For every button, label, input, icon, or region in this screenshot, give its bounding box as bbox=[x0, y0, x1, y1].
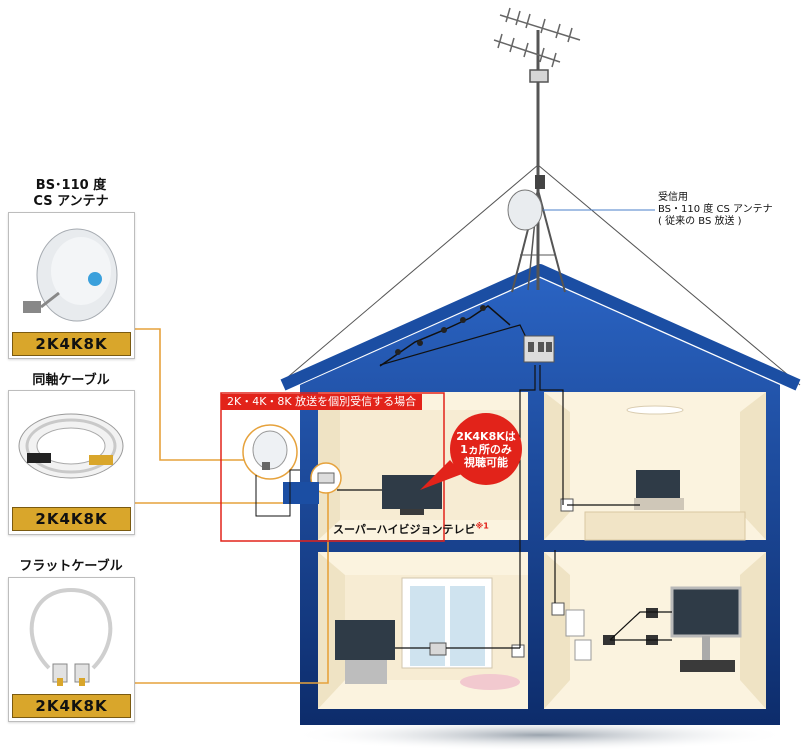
callout-line3: ( 従来の BS 放送 ) bbox=[658, 216, 742, 227]
flat-cable-title: フラットケーブル bbox=[19, 559, 123, 574]
viewing-limit-bubble: 2K4K8Kは 1ヵ所のみ 視聴可能 bbox=[450, 413, 522, 485]
callout-line1: 受信用 bbox=[658, 192, 688, 203]
bubble-line3: 視聴可能 bbox=[464, 455, 508, 469]
rooftop-antenna-callout: 受信用 BS・110 度 CS アンテナ ( 従来の BS 放送 ) bbox=[658, 192, 803, 228]
cable-card: 2K4K8K bbox=[8, 390, 135, 535]
antenna-2k4k8k-badge: 2K4K8K bbox=[12, 332, 131, 356]
roof-cable bbox=[379, 305, 511, 367]
tv-label-note: ※1 bbox=[475, 521, 489, 531]
distributor-box bbox=[523, 335, 555, 363]
tv-upper-right bbox=[636, 470, 680, 498]
upper-right-interior bbox=[544, 392, 766, 541]
wall-connector-box bbox=[283, 482, 319, 504]
uhf-antenna bbox=[493, 7, 581, 83]
upper-left-interior bbox=[318, 392, 528, 540]
individual-reception-title: 2K・4K・8K 放送を個別受信する場合 bbox=[221, 394, 423, 410]
bubble-pointer bbox=[420, 460, 462, 490]
bs-dish-icon bbox=[23, 228, 118, 322]
ground-shadow bbox=[290, 719, 790, 749]
antenna-title: BS･110 度 CS アンテナ bbox=[8, 178, 134, 210]
tv-lower-left bbox=[335, 620, 395, 660]
cable-title: 同軸ケーブル bbox=[32, 373, 110, 388]
rooftop-bs-dish bbox=[507, 175, 545, 231]
cable-2k4k8k-badge: 2K4K8K bbox=[12, 507, 131, 531]
bubble-line2: 1ヵ所のみ bbox=[460, 442, 512, 456]
flat-cable-card: 2K4K8K bbox=[8, 577, 135, 722]
coaxial-cable-icon bbox=[18, 413, 124, 479]
lower-left-interior bbox=[318, 552, 528, 709]
tv-label: スーパーハイビジョンテレビ※1 bbox=[333, 521, 489, 537]
lower-right-interior bbox=[544, 552, 766, 709]
roof bbox=[280, 264, 801, 391]
flat-cable-icon bbox=[29, 587, 113, 686]
tv-lower-right bbox=[670, 586, 742, 638]
callout-line2: BS・110 度 CS アンテナ bbox=[658, 204, 773, 215]
antenna-title-line1: BS･110 度 bbox=[35, 178, 107, 193]
individual-dish-detail bbox=[242, 424, 342, 494]
product-connectors bbox=[133, 328, 329, 684]
flat-cable-2k4k8k-badge: 2K4K8K bbox=[12, 694, 131, 718]
bubble-line1: 2K4K8Kは bbox=[456, 429, 516, 443]
antenna-card: 2K4K8K bbox=[8, 212, 135, 359]
guy-wires bbox=[281, 164, 801, 386]
tv-label-text: スーパーハイビジョンテレビ bbox=[333, 523, 476, 536]
antenna-title-line2: CS アンテナ bbox=[33, 194, 109, 209]
